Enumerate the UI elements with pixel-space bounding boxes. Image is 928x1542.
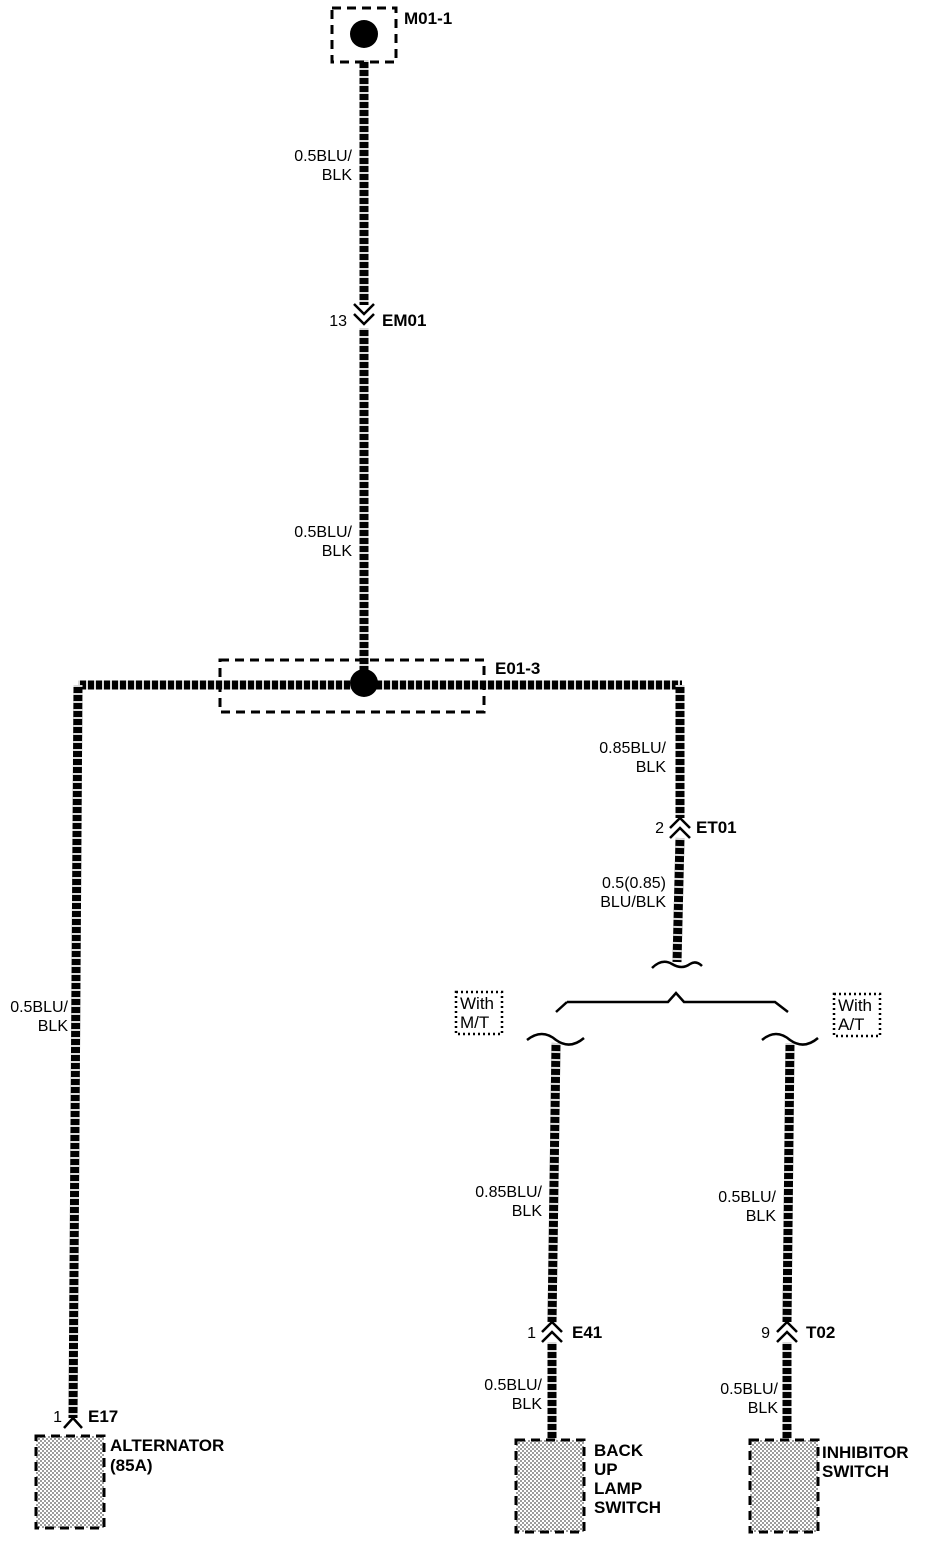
et01-pin: 2 — [655, 820, 664, 837]
backup-label-4: SWITCH — [594, 1498, 661, 1517]
em01-connector-symbol — [353, 303, 375, 326]
m01-ground-point — [330, 6, 398, 64]
wire-label-mt-b-2: BLK — [512, 1396, 543, 1413]
wire-left-alternator — [68, 684, 83, 1419]
e17-label: E17 — [88, 1407, 118, 1426]
wire-label-right-b-1: 0.5(0.85) — [602, 875, 666, 892]
wire-right-et01 — [672, 685, 685, 963]
wire-label-mt-b-1: 0.5BLU/ — [484, 1377, 542, 1394]
t02-pin: 9 — [761, 1325, 770, 1342]
inhibitor-switch-component — [748, 1438, 820, 1534]
option-label-at: With A/T — [832, 992, 882, 1038]
wire-mt-branch — [547, 1042, 561, 1440]
et01-label: ET01 — [696, 818, 737, 837]
e01-splice-point — [218, 658, 486, 714]
option-branch-lines — [526, 960, 819, 1046]
em01-label: EM01 — [382, 311, 426, 330]
e41-label: E41 — [572, 1323, 602, 1342]
svg-text:With: With — [460, 994, 494, 1013]
alternator-label-1: ALTERNATOR — [110, 1436, 224, 1455]
inhibitor-label-2: SWITCH — [822, 1462, 889, 1481]
backup-label-2: UP — [594, 1460, 618, 1479]
e17-connector-symbol — [63, 1416, 83, 1429]
wire-label-mt-a-2: BLK — [512, 1203, 543, 1220]
backup-label-3: LAMP — [594, 1479, 642, 1498]
wire-label-top-b-2: BLK — [322, 543, 353, 560]
et01-connector-symbol — [669, 816, 691, 839]
em01-pin: 13 — [329, 313, 347, 330]
t02-connector-symbol — [776, 1320, 798, 1343]
wire-label-right-a-1: 0.85BLU/ — [599, 740, 666, 757]
wire-label-top-a-1: 0.5BLU/ — [294, 148, 352, 165]
wire-label-mt-a-1: 0.85BLU/ — [475, 1184, 542, 1201]
e01-label: E01-3 — [495, 659, 540, 678]
e41-connector-symbol — [541, 1320, 563, 1343]
svg-text:A/T: A/T — [838, 1015, 864, 1034]
wire-label-at-a-1: 0.5BLU/ — [718, 1189, 776, 1206]
wire-label-left-1: 0.5BLU/ — [10, 999, 68, 1016]
option-label-mt: With M/T — [454, 990, 504, 1036]
wire-label-left-2: BLK — [38, 1018, 69, 1035]
backup-lamp-switch-component — [514, 1438, 586, 1534]
e41-pin: 1 — [527, 1325, 536, 1342]
wire-label-at-b-2: BLK — [748, 1400, 779, 1417]
svg-text:With: With — [838, 996, 872, 1015]
t02-label: T02 — [806, 1323, 835, 1342]
alternator-label-2: (85A) — [110, 1456, 153, 1475]
wire-label-right-b-2: BLU/BLK — [600, 894, 666, 911]
wire-label-top-a-2: BLK — [322, 167, 353, 184]
inhibitor-label-1: INHIBITOR — [822, 1443, 909, 1462]
wire-label-at-b-1: 0.5BLU/ — [720, 1381, 778, 1398]
m01-label: M01-1 — [404, 9, 452, 28]
svg-text:M/T: M/T — [460, 1013, 489, 1032]
backup-label-1: BACK — [594, 1441, 644, 1460]
wire-label-top-b-1: 0.5BLU/ — [294, 524, 352, 541]
wire-label-right-a-2: BLK — [636, 759, 667, 776]
e17-pin: 1 — [53, 1409, 62, 1426]
alternator-component — [34, 1434, 106, 1530]
wire-at-branch — [782, 1042, 795, 1440]
wire-label-at-a-2: BLK — [746, 1208, 777, 1225]
